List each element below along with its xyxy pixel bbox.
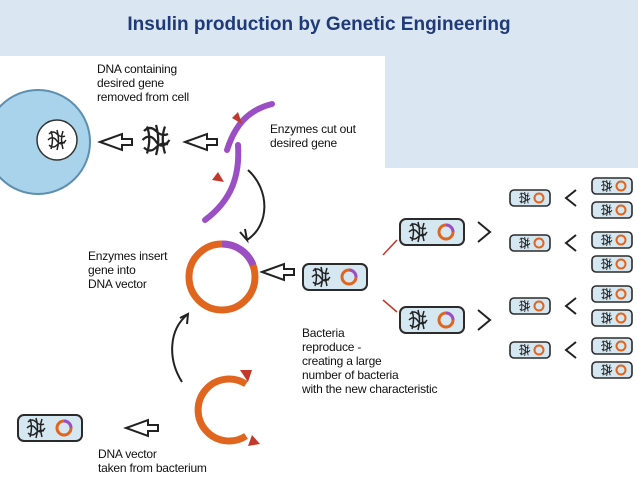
label-enzymes-insert: Enzymes insert gene into DNA vector [88,249,168,291]
extracted-dna [141,123,171,157]
label-bacteria-reproduce: Bacteria reproduce - creating a large nu… [302,326,438,396]
donor-cell [0,89,91,195]
enzyme-marker [232,112,242,124]
bacterium-gen4 [592,362,632,378]
transformed-bacterium [303,264,367,290]
recombinant-dna-vector [185,240,259,314]
bacterium-gen4 [592,286,632,302]
open-dna-vector [194,370,260,446]
page-title: Insulin production by Genetic Engineerin… [127,14,511,35]
bacterium-gen4 [592,232,632,248]
curved-arrow-up [171,312,190,383]
enzyme-marker [212,172,224,182]
arrow-vector-to-bacterium [259,262,295,282]
bacterium-gen3 [510,190,550,206]
bacterium-gen3 [510,298,550,314]
bacterium-gen4 [592,178,632,194]
bacterium-gen2 [400,219,464,245]
bacterium-gen4 [592,338,632,354]
label-vector-taken: DNA vector taken from bacterium [98,447,207,475]
arrow-bacterium-to-vector [123,418,159,438]
bacterium-gen4 [592,202,632,218]
cut-gene-strand [202,142,242,223]
bacterium-gen4 [592,256,632,272]
bacterium-gen4 [592,310,632,326]
bacterium-gen3 [510,235,550,251]
source-bacterium [18,415,82,441]
label-enzymes-cut: Enzymes cut out desired gene [270,122,356,150]
curved-arrow-down [239,169,266,244]
label-dna-removed: DNA containing desired gene removed from… [97,62,189,104]
bacterium-gen3 [510,342,550,358]
desired-gene-strand [224,101,275,153]
arrow-dna-to-enzyme [182,132,218,152]
arrow-cell-to-dna [97,132,133,152]
